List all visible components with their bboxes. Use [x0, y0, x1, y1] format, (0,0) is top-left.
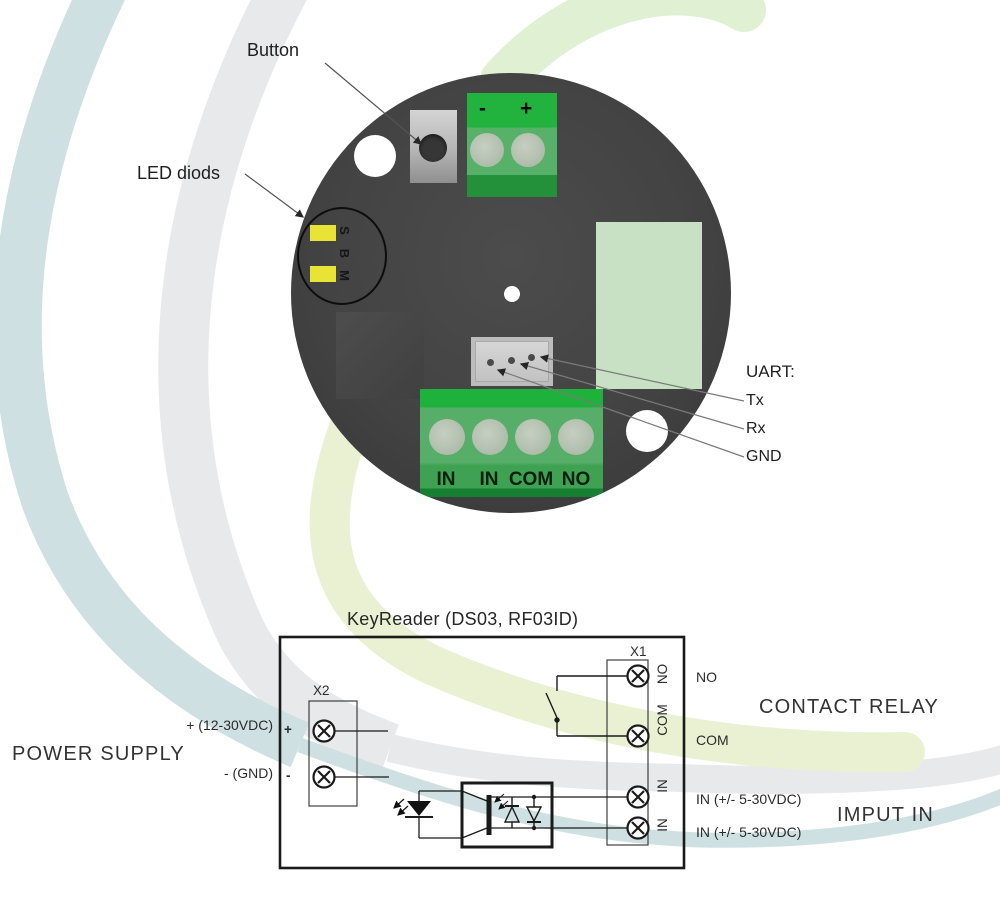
- protection-diodes: [503, 794, 543, 831]
- relay-com-label: COM: [696, 732, 729, 748]
- x2-label: X2: [313, 683, 330, 698]
- led-letter-b: B: [336, 248, 352, 258]
- terminal-label-in2: IN: [479, 469, 499, 490]
- led-letter-m: M: [337, 270, 352, 281]
- power-supply-label: POWER SUPPLY: [12, 743, 185, 765]
- uart-connector: [471, 337, 553, 386]
- uart-tx-label: Tx: [746, 392, 764, 409]
- led-callout-label: LED diods: [137, 163, 221, 183]
- uart-pin-gnd: [487, 359, 494, 366]
- x1-terminal-in2: [626, 816, 650, 840]
- x1-label: X1: [630, 644, 647, 659]
- imput-in-label: IMPUT IN: [837, 804, 935, 826]
- terminal-screw[interactable]: [511, 133, 545, 167]
- io-terminal-block: IN IN COM NO: [420, 389, 603, 497]
- uart-pin-tx: [528, 354, 535, 361]
- uart-pin-rx: [508, 357, 515, 364]
- schematic-title: KeyReader (DS03, RF03ID): [347, 609, 579, 629]
- ic-component: [336, 312, 424, 399]
- led-s: [310, 225, 336, 241]
- power-plus-label: +: [520, 97, 533, 120]
- mounting-hole-top: [354, 135, 396, 177]
- uart-gnd-label: GND: [746, 448, 782, 465]
- device-boundary-box: [278, 635, 686, 870]
- led-arrow: [244, 173, 305, 218]
- x2-plus-sign: +: [284, 722, 292, 737]
- terminal-label-in1: IN: [436, 469, 456, 490]
- schematic-drawing: [278, 635, 686, 870]
- power-terminal-block: - +: [467, 93, 557, 197]
- x1-terminal-com: [626, 724, 650, 748]
- led-symbol: [393, 790, 462, 839]
- relay-no-label: NO: [696, 669, 717, 685]
- power-plus-voltage-label: + (12-30VDC): [186, 717, 273, 733]
- x1-side-label-com: COM: [655, 704, 671, 736]
- x1-side-label-in1: IN: [655, 779, 671, 793]
- x1-terminal-no: [626, 664, 650, 688]
- input-in1-label: IN (+/- 5-30VDC): [696, 791, 802, 807]
- power-gnd-label: - (GND): [224, 765, 273, 781]
- terminal-label-com: COM: [508, 469, 554, 490]
- terminal-screw[interactable]: [558, 419, 594, 455]
- x2-terminal-minus: [312, 765, 336, 789]
- uart-header-label: UART:: [746, 362, 795, 381]
- relay-switch: [545, 675, 628, 737]
- led-letter-s: S: [336, 226, 352, 235]
- x1-connector-box: [606, 659, 649, 846]
- mounting-hole-bottom: [626, 410, 668, 452]
- terminal-label-no: NO: [561, 469, 591, 490]
- power-minus-label: -: [479, 97, 486, 120]
- x2-minus-sign: -: [286, 768, 291, 783]
- terminal-screw[interactable]: [472, 419, 508, 455]
- terminal-screw[interactable]: [515, 419, 551, 455]
- center-hole: [504, 286, 520, 302]
- uart-rx-label: Rx: [746, 420, 766, 437]
- x2-terminal-plus: [312, 719, 336, 743]
- relay-component: [596, 222, 702, 389]
- terminal-screw[interactable]: [470, 133, 504, 167]
- button-callout-label: Button: [247, 40, 300, 60]
- optocoupler-box: [460, 781, 554, 849]
- button[interactable]: [419, 134, 447, 162]
- terminal-screw[interactable]: [429, 419, 465, 455]
- pcb-board: - + S B M IN IN COM NO: [291, 73, 731, 513]
- x1-terminal-in1: [626, 785, 650, 809]
- x1-side-label-in2: IN: [655, 818, 671, 832]
- x2-wires: [334, 730, 389, 778]
- optocoupler: [460, 781, 627, 849]
- led-m: [310, 266, 336, 282]
- x1-side-label-no: NO: [655, 663, 671, 685]
- contact-relay-label: CONTACT RELAY: [759, 696, 940, 718]
- led-letter-labels: S B M: [336, 224, 353, 282]
- terminal-symbols: [312, 664, 650, 840]
- input-in2-label: IN (+/- 5-30VDC): [696, 824, 802, 840]
- x2-connector-box: [308, 700, 358, 807]
